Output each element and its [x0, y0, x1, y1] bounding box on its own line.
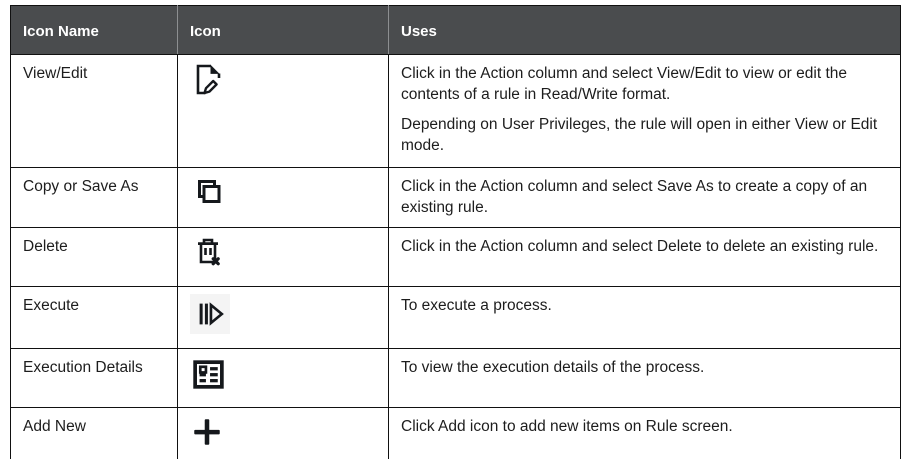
- table-row: Execute To execute a process.: [10, 286, 901, 349]
- execution-details-icon: [190, 356, 227, 393]
- icon-cell: [177, 348, 389, 408]
- add-new-icon: [190, 415, 224, 449]
- column-header-uses: Uses: [388, 5, 901, 55]
- table-row: Delete: [10, 227, 901, 287]
- uses-cell: Click in the Action column and select De…: [388, 227, 901, 287]
- table-row: View/Edit Click in th: [10, 54, 901, 168]
- uses-cell: To view the execution details of the pro…: [388, 348, 901, 408]
- icon-name-cell: Copy or Save As: [10, 167, 178, 228]
- uses-paragraph: Click in the Action column and select Vi…: [401, 65, 847, 103]
- column-header-icon-name: Icon Name: [10, 5, 178, 55]
- uses-paragraph: Click Add icon to add new items on Rule …: [401, 418, 733, 435]
- uses-paragraph: To view the execution details of the pro…: [401, 359, 705, 376]
- view-edit-icon: [190, 62, 226, 98]
- table-row: Execution Details: [10, 348, 901, 408]
- uses-paragraph: Click in the Action column and select Sa…: [401, 178, 868, 216]
- table-row: Add New Click Add icon to add new items …: [10, 407, 901, 459]
- delete-icon: [190, 235, 226, 271]
- uses-cell: Click in the Action column and select Sa…: [388, 167, 901, 228]
- uses-paragraph: Depending on User Privileges, the rule w…: [401, 116, 878, 154]
- table-header-row: Icon Name Icon Uses: [10, 5, 901, 55]
- table-row: Copy or Save As Click in the Action colu…: [10, 167, 901, 228]
- icon-cell: [177, 227, 389, 287]
- icon-name-cell: Execution Details: [10, 348, 178, 408]
- column-header-icon: Icon: [177, 5, 389, 55]
- uses-paragraph: Click in the Action column and select De…: [401, 238, 879, 255]
- icon-cell: [177, 167, 389, 228]
- execute-icon: [190, 294, 230, 334]
- icon-reference-table: Icon Name Icon Uses View/Edit: [10, 5, 901, 459]
- icon-cell-name icon-name-cell: Execute: [10, 286, 178, 349]
- icon-name-cell: View/Edit: [10, 54, 178, 168]
- uses-cell: To execute a process.: [388, 286, 901, 349]
- icon-cell: [177, 407, 389, 459]
- icon-name-cell: Delete: [10, 227, 178, 287]
- uses-paragraph: To execute a process.: [401, 297, 552, 314]
- copy-icon: [190, 175, 226, 211]
- icon-cell: [177, 286, 389, 349]
- uses-cell: Click in the Action column and select Vi…: [388, 54, 901, 168]
- icon-name-cell: Add New: [10, 407, 178, 459]
- uses-cell: Click Add icon to add new items on Rule …: [388, 407, 901, 459]
- icon-cell: [177, 54, 389, 168]
